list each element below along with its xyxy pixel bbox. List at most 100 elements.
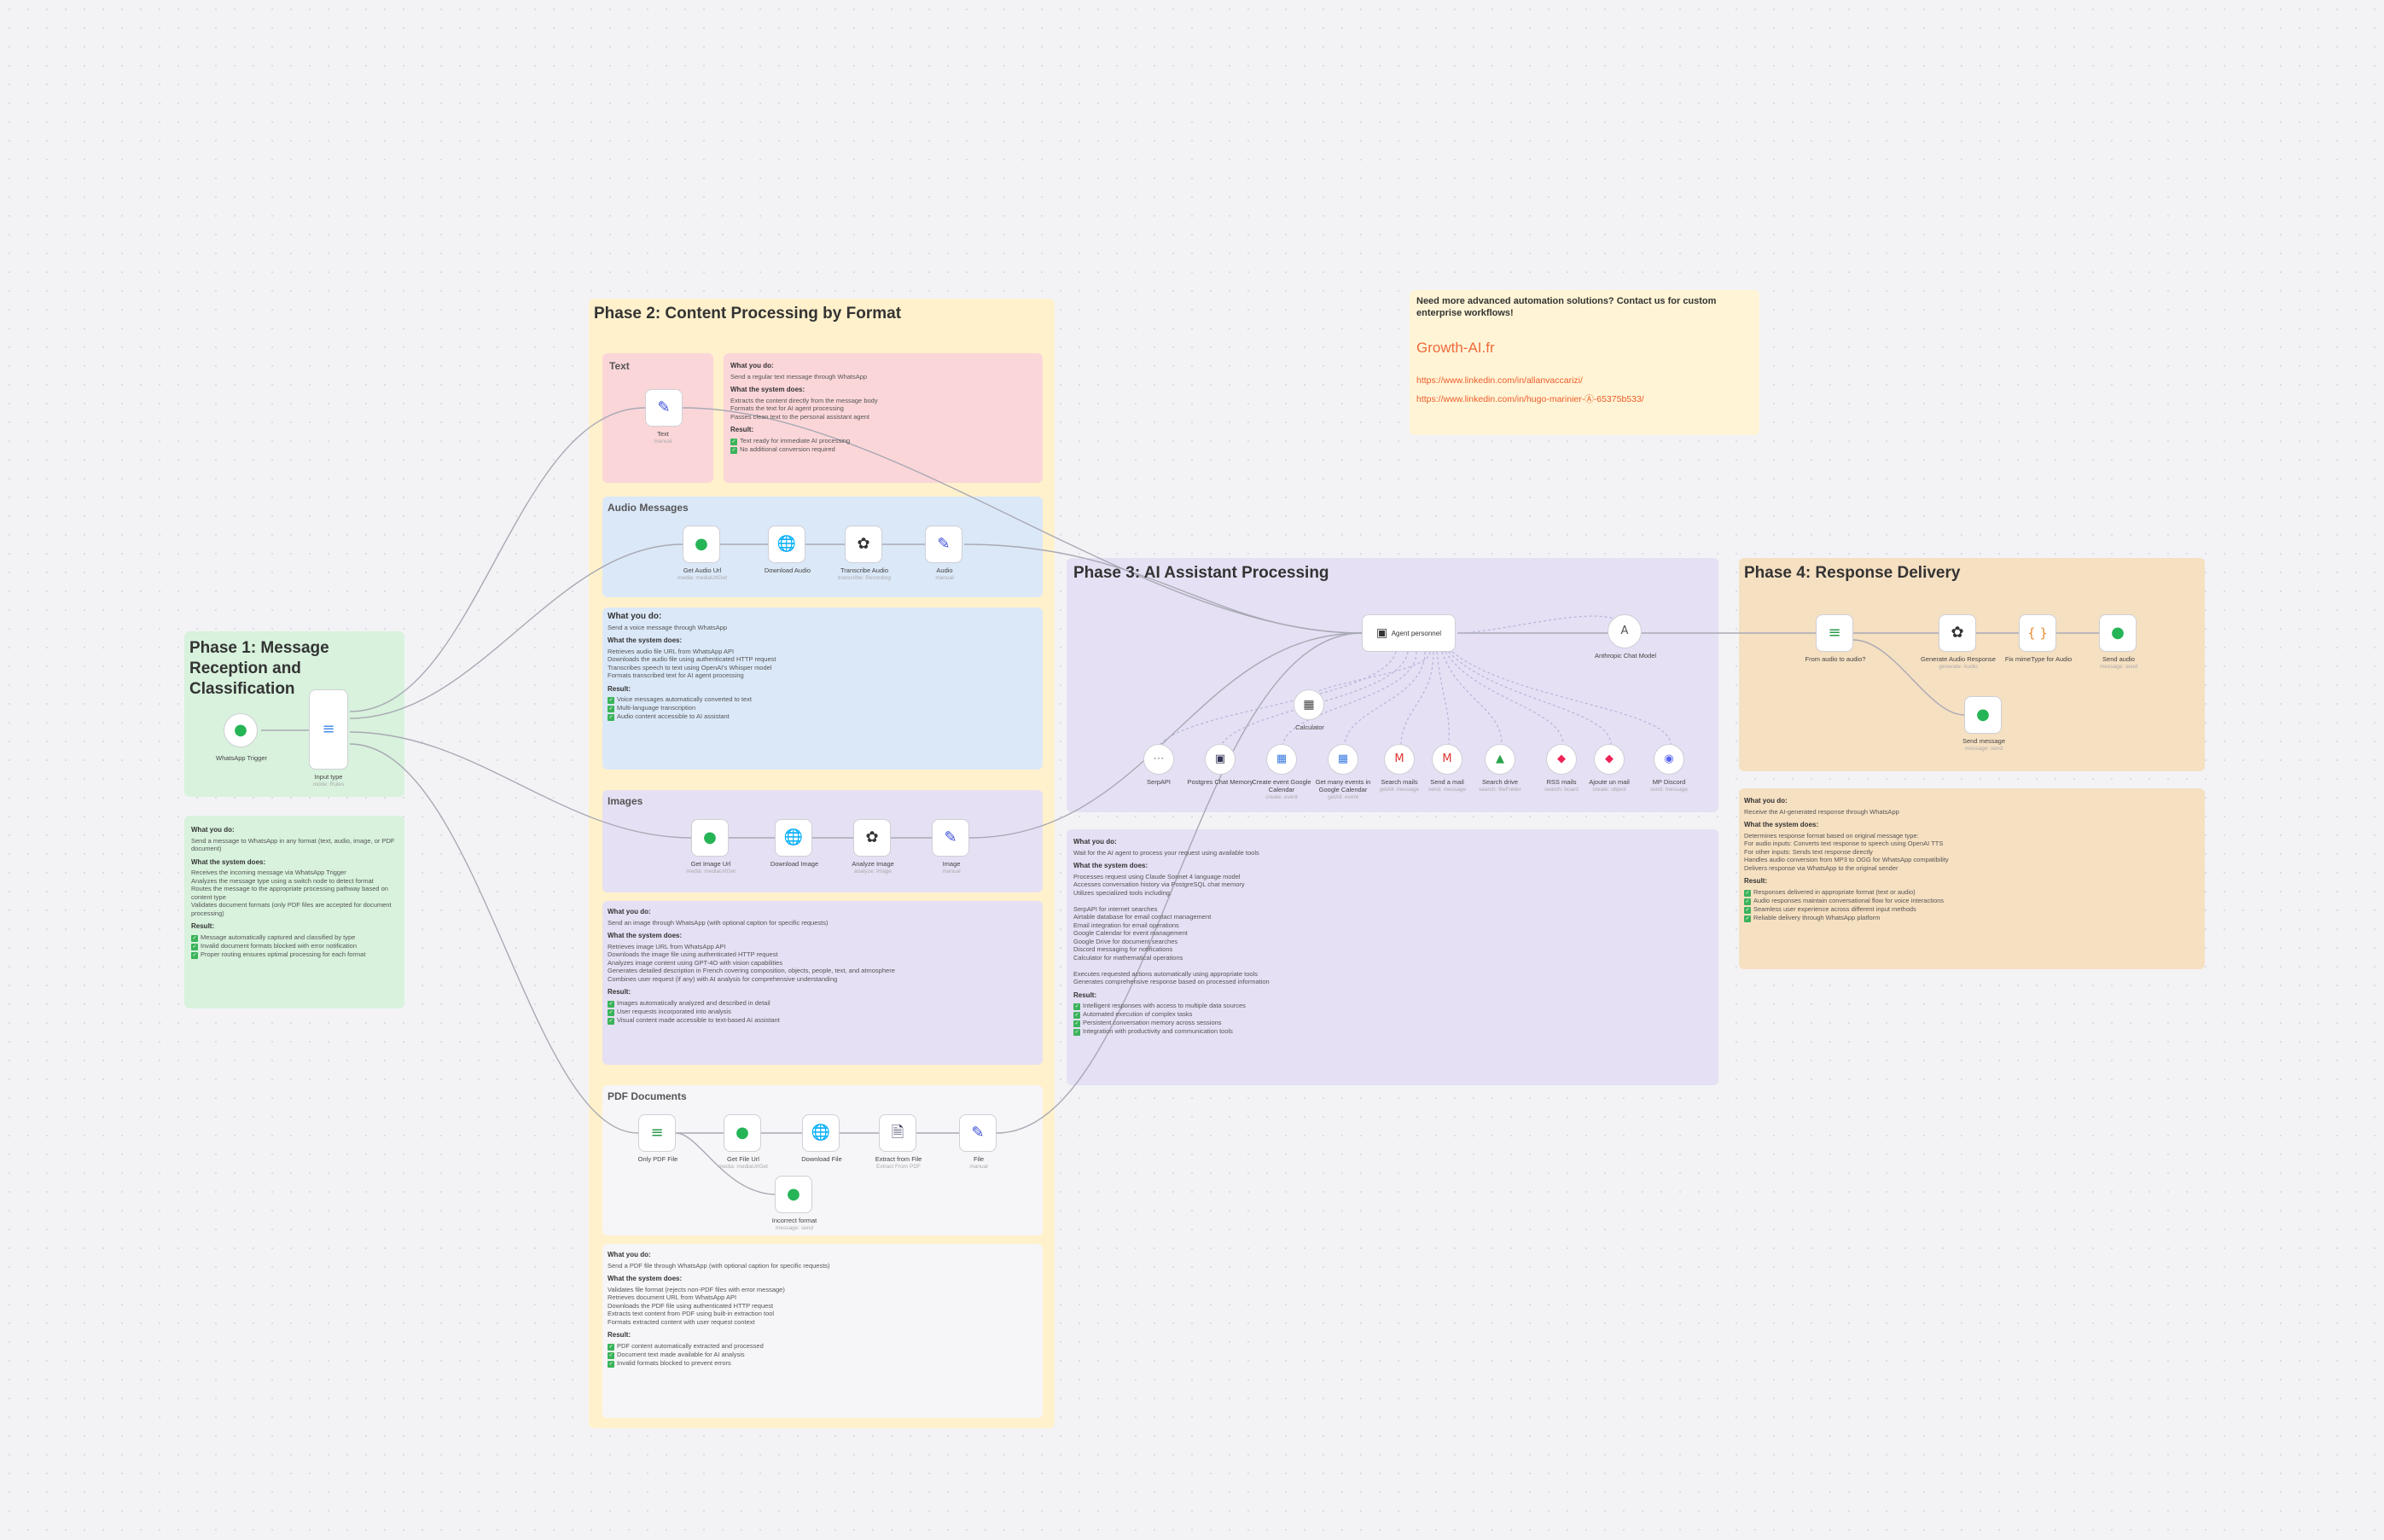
- whatsapp-icon: ●: [695, 535, 708, 553]
- text-description: What you do:Send a regular text message …: [730, 357, 1038, 454]
- tool-node-6[interactable]: ▲: [1485, 744, 1515, 775]
- pdf-section-title: PDF Documents: [608, 1090, 687, 1102]
- images-sticky: [602, 790, 1043, 892]
- tool-node-0[interactable]: ⋯: [1143, 744, 1174, 775]
- phase4-sticky: [1739, 558, 2205, 771]
- phase1-desc-sticky: [184, 816, 404, 1008]
- anthropic-model-node[interactable]: A: [1608, 614, 1642, 648]
- download-file-node[interactable]: 🌐: [802, 1114, 840, 1152]
- edge-switch-image: [349, 731, 692, 839]
- audio-set-node[interactable]: ✎: [925, 526, 962, 563]
- send-message-node[interactable]: ●: [1964, 696, 2002, 734]
- get-file-url-node[interactable]: ●: [724, 1114, 761, 1152]
- edge-audio-agent: [963, 543, 1363, 634]
- agent-personnel-node[interactable]: ▣ Agent personnel: [1362, 614, 1456, 652]
- file-extract-icon: 🗎: [891, 1124, 904, 1142]
- gmail-icon: M: [1394, 753, 1404, 765]
- p4-label-2: Fix mimeType for Audio: [2004, 655, 2073, 663]
- phase3-description: What you do:Wait for the AI agent to pro…: [1073, 833, 1705, 1036]
- phase1-sticky: [184, 631, 404, 797]
- phase3-title: Phase 3: AI Assistant Processing: [1073, 564, 1329, 582]
- openai-icon: ✿: [857, 535, 870, 553]
- anthropic-model-label: Anthropic Chat Model: [1594, 652, 1657, 660]
- switch-icon: ≡: [322, 720, 335, 738]
- tool-node-8[interactable]: ◆: [1594, 744, 1625, 775]
- from-audio-to-audio-node[interactable]: ≡: [1816, 614, 1853, 652]
- generate-audio-response-node[interactable]: ✿: [1939, 614, 1976, 652]
- tool-node-3[interactable]: ▦: [1328, 744, 1358, 775]
- transcribe-audio-node[interactable]: ✿: [845, 526, 882, 563]
- tool-node-5[interactable]: M: [1432, 744, 1462, 775]
- phase4-desc-sticky: [1739, 788, 2205, 969]
- drive-icon: ▲: [1496, 753, 1504, 765]
- edge-switch-audio: [349, 543, 683, 719]
- phase1-title: Phase 1: Message Reception and Classific…: [189, 639, 329, 698]
- globe-icon: 🌐: [783, 828, 804, 846]
- text-set-node[interactable]: ✎: [645, 389, 683, 427]
- whatsapp-icon: ●: [703, 828, 717, 846]
- robot-icon: ▣: [1376, 626, 1388, 640]
- download-audio-node[interactable]: 🌐: [768, 526, 805, 563]
- anthropic-icon: A: [1620, 625, 1629, 637]
- file-set-node[interactable]: ✎: [959, 1114, 997, 1152]
- image-node-label-1: Download Image: [770, 860, 819, 868]
- tool-node-7[interactable]: ◆: [1546, 744, 1577, 775]
- whatsapp-icon: ●: [2111, 624, 2125, 642]
- analyze-image-node[interactable]: ✿: [853, 819, 891, 857]
- pencil-icon: ✎: [937, 535, 951, 553]
- phase2-title: Phase 2: Content Processing by Format: [594, 305, 902, 323]
- tool-node-4[interactable]: M: [1384, 744, 1415, 775]
- pencil-icon: ✎: [971, 1124, 985, 1142]
- incorrect-format-node[interactable]: ●: [775, 1176, 812, 1213]
- pdf-desc-sticky: [602, 1244, 1043, 1418]
- contact-sticky: [1410, 290, 1759, 435]
- phase4-description: What you do:Receive the AI-generated res…: [1744, 792, 2196, 922]
- text-section-title: Text: [609, 360, 630, 372]
- send-audio-node[interactable]: ●: [2099, 614, 2137, 652]
- tool-node-9[interactable]: ◉: [1654, 744, 1684, 775]
- tool-node-1[interactable]: ▣: [1205, 744, 1236, 775]
- calculator-icon: ▦: [1303, 698, 1315, 712]
- whatsapp-trigger-label: WhatsApp Trigger: [215, 754, 268, 762]
- extract-from-file-node[interactable]: 🗎: [879, 1114, 916, 1152]
- linkedin-link-1[interactable]: https://www.linkedin.com/in/allanvaccari…: [1416, 375, 1583, 386]
- pdf-sticky: [602, 1085, 1043, 1235]
- only-pdf-filter-node[interactable]: ≡: [638, 1114, 676, 1152]
- tool-label-0: SerpAPI: [1147, 778, 1171, 786]
- tool-node-2[interactable]: ▦: [1266, 744, 1297, 775]
- tool-label-1: Postgres Chat Memory: [1187, 778, 1253, 786]
- linkedin-link-2[interactable]: https://www.linkedin.com/in/hugo-marinie…: [1416, 394, 1644, 404]
- fix-mimetype-node[interactable]: { }: [2019, 614, 2056, 652]
- audio-section-title: Audio Messages: [608, 502, 689, 514]
- input-type-switch-node[interactable]: ≡: [309, 689, 348, 770]
- get-audio-url-node[interactable]: ●: [683, 526, 720, 563]
- brand-link[interactable]: Growth-AI.fr: [1416, 340, 1495, 356]
- image-set-node[interactable]: ✎: [932, 819, 969, 857]
- whatsapp-trigger-node[interactable]: ●: [224, 713, 258, 747]
- pdf-node-label-0: Only PDF File: [637, 1155, 678, 1163]
- whatsapp-icon: ●: [787, 1185, 800, 1203]
- agent-label: Agent personnel: [1391, 629, 1441, 637]
- audio-description: What you do:Send a voice message through…: [608, 607, 1034, 721]
- edge-switch-pdf: [349, 743, 639, 1134]
- calculator-node[interactable]: ▦: [1294, 689, 1324, 720]
- code-icon: { }: [2027, 625, 2048, 641]
- airtable-icon: ◆: [1557, 753, 1566, 765]
- get-image-url-node[interactable]: ●: [691, 819, 729, 857]
- download-image-node[interactable]: 🌐: [775, 819, 812, 857]
